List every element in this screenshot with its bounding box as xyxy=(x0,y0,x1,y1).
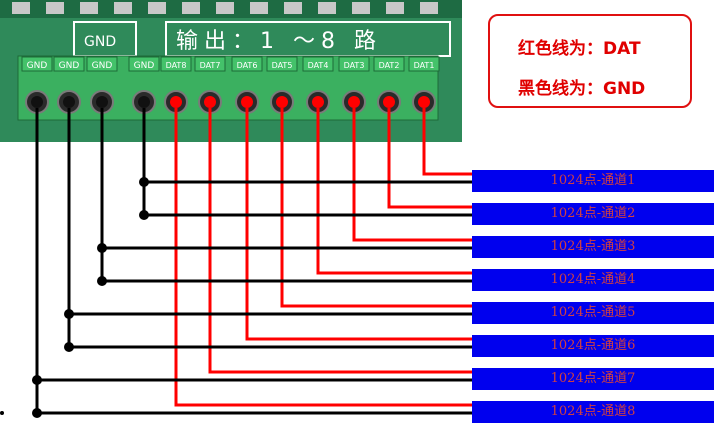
pcb-pad xyxy=(318,2,336,14)
terminal-wire-end xyxy=(96,96,108,108)
terminal-label-plate xyxy=(194,56,226,72)
gnd-junction-dot xyxy=(97,276,107,286)
pcb-pad xyxy=(352,2,370,14)
gnd-junction-dot xyxy=(97,243,107,253)
legend-box: 红色线为：DAT 黑色线为：GND xyxy=(488,14,692,108)
pcb-pad xyxy=(386,2,404,14)
terminal-wire-end xyxy=(170,96,182,108)
terminal-wire-end xyxy=(383,96,395,108)
terminal-wire-end xyxy=(204,96,216,108)
terminal-label: GND xyxy=(27,61,48,71)
pcb-pad xyxy=(80,2,98,14)
terminal-label-plate xyxy=(408,56,440,72)
gnd-junction-dot xyxy=(64,309,74,319)
gnd-group-label: GND xyxy=(84,34,116,50)
pcb-pad xyxy=(182,2,200,14)
terminal-label-plate xyxy=(266,56,298,72)
terminal-label-plate xyxy=(160,56,192,72)
terminal-label-plate xyxy=(128,56,160,72)
terminal-label: DAT1 xyxy=(414,61,435,70)
terminal-label-plate xyxy=(338,56,370,72)
terminal-wire-end xyxy=(418,96,430,108)
terminal-label: DAT5 xyxy=(272,61,293,70)
terminal-label-plate xyxy=(53,56,85,72)
stray-dot xyxy=(0,411,4,415)
terminal-label: GND xyxy=(59,61,80,71)
terminal-wire-end xyxy=(348,96,360,108)
terminal-label-plate xyxy=(21,56,53,72)
gnd-junction-dot xyxy=(32,408,42,418)
terminal-label: DAT8 xyxy=(166,61,187,70)
terminal-row: GND GND GND GND DAT8 DAT7 DAT6 DAT5 DAT4 DAT3 DAT2… xyxy=(21,56,440,114)
gnd-junction-dot xyxy=(139,210,149,220)
pcb-pad xyxy=(12,2,30,14)
output-group-label: 输出：1 ～8 路 xyxy=(176,29,382,54)
channel-bar-8: 1024点-通道8 xyxy=(472,401,714,423)
dat-wire xyxy=(316,108,472,275)
pcb-pad xyxy=(46,2,64,14)
pcb-pad xyxy=(284,2,302,14)
pcb-pad xyxy=(114,2,132,14)
terminal-label: GND xyxy=(92,61,113,71)
dat-wire xyxy=(352,108,472,242)
terminal-wire-end xyxy=(241,96,253,108)
terminal-wire-end xyxy=(312,96,324,108)
dat-wire xyxy=(387,108,472,209)
terminal-wire-end xyxy=(63,96,75,108)
dat-wire xyxy=(174,108,472,407)
terminal-wire-end xyxy=(31,96,43,108)
terminal-label: DAT3 xyxy=(344,61,365,70)
channel-bar-1: 1024点-通道1 xyxy=(472,170,714,192)
channel-bar-5: 1024点-通道5 xyxy=(472,302,714,324)
dat-wire xyxy=(245,108,472,341)
channel-bar-6: 1024点-通道6 xyxy=(472,335,714,357)
pcb-pad xyxy=(420,2,438,14)
channel-bar-3: 1024点-通道3 xyxy=(472,236,714,258)
channel-bar-7: 1024点-通道7 xyxy=(472,368,714,390)
terminal-label: GND xyxy=(134,61,155,71)
terminal-wire-end xyxy=(138,96,150,108)
terminal-label-plate xyxy=(231,56,263,72)
terminal-label-plate xyxy=(86,56,118,72)
pcb-pad xyxy=(148,2,166,14)
dat-wire xyxy=(208,108,472,374)
terminal-label: DAT6 xyxy=(237,61,258,70)
wire-layer xyxy=(0,108,472,418)
terminal-wire-end xyxy=(276,96,288,108)
gnd-junction-dot xyxy=(64,342,74,352)
pcb-pad xyxy=(250,2,268,14)
terminal-label: DAT4 xyxy=(308,61,329,70)
pcb-pad xyxy=(216,2,234,14)
channel-bar-2: 1024点-通道2 xyxy=(472,203,714,225)
terminal-label-plate xyxy=(302,56,334,72)
terminal-label: DAT2 xyxy=(379,61,400,70)
terminal-label: DAT7 xyxy=(200,61,221,70)
dat-wire xyxy=(280,108,472,308)
legend-red-line-text: 红色线为：DAT xyxy=(518,39,641,59)
pcb-pads xyxy=(12,2,438,14)
gnd-junction-dot xyxy=(139,177,149,187)
gnd-junction-dot xyxy=(32,375,42,385)
channel-bar-4: 1024点-通道4 xyxy=(472,269,714,291)
dat-wire xyxy=(422,108,472,176)
legend-black-line-text: 黑色线为：GND xyxy=(518,79,646,99)
terminal-label-plate xyxy=(373,56,405,72)
